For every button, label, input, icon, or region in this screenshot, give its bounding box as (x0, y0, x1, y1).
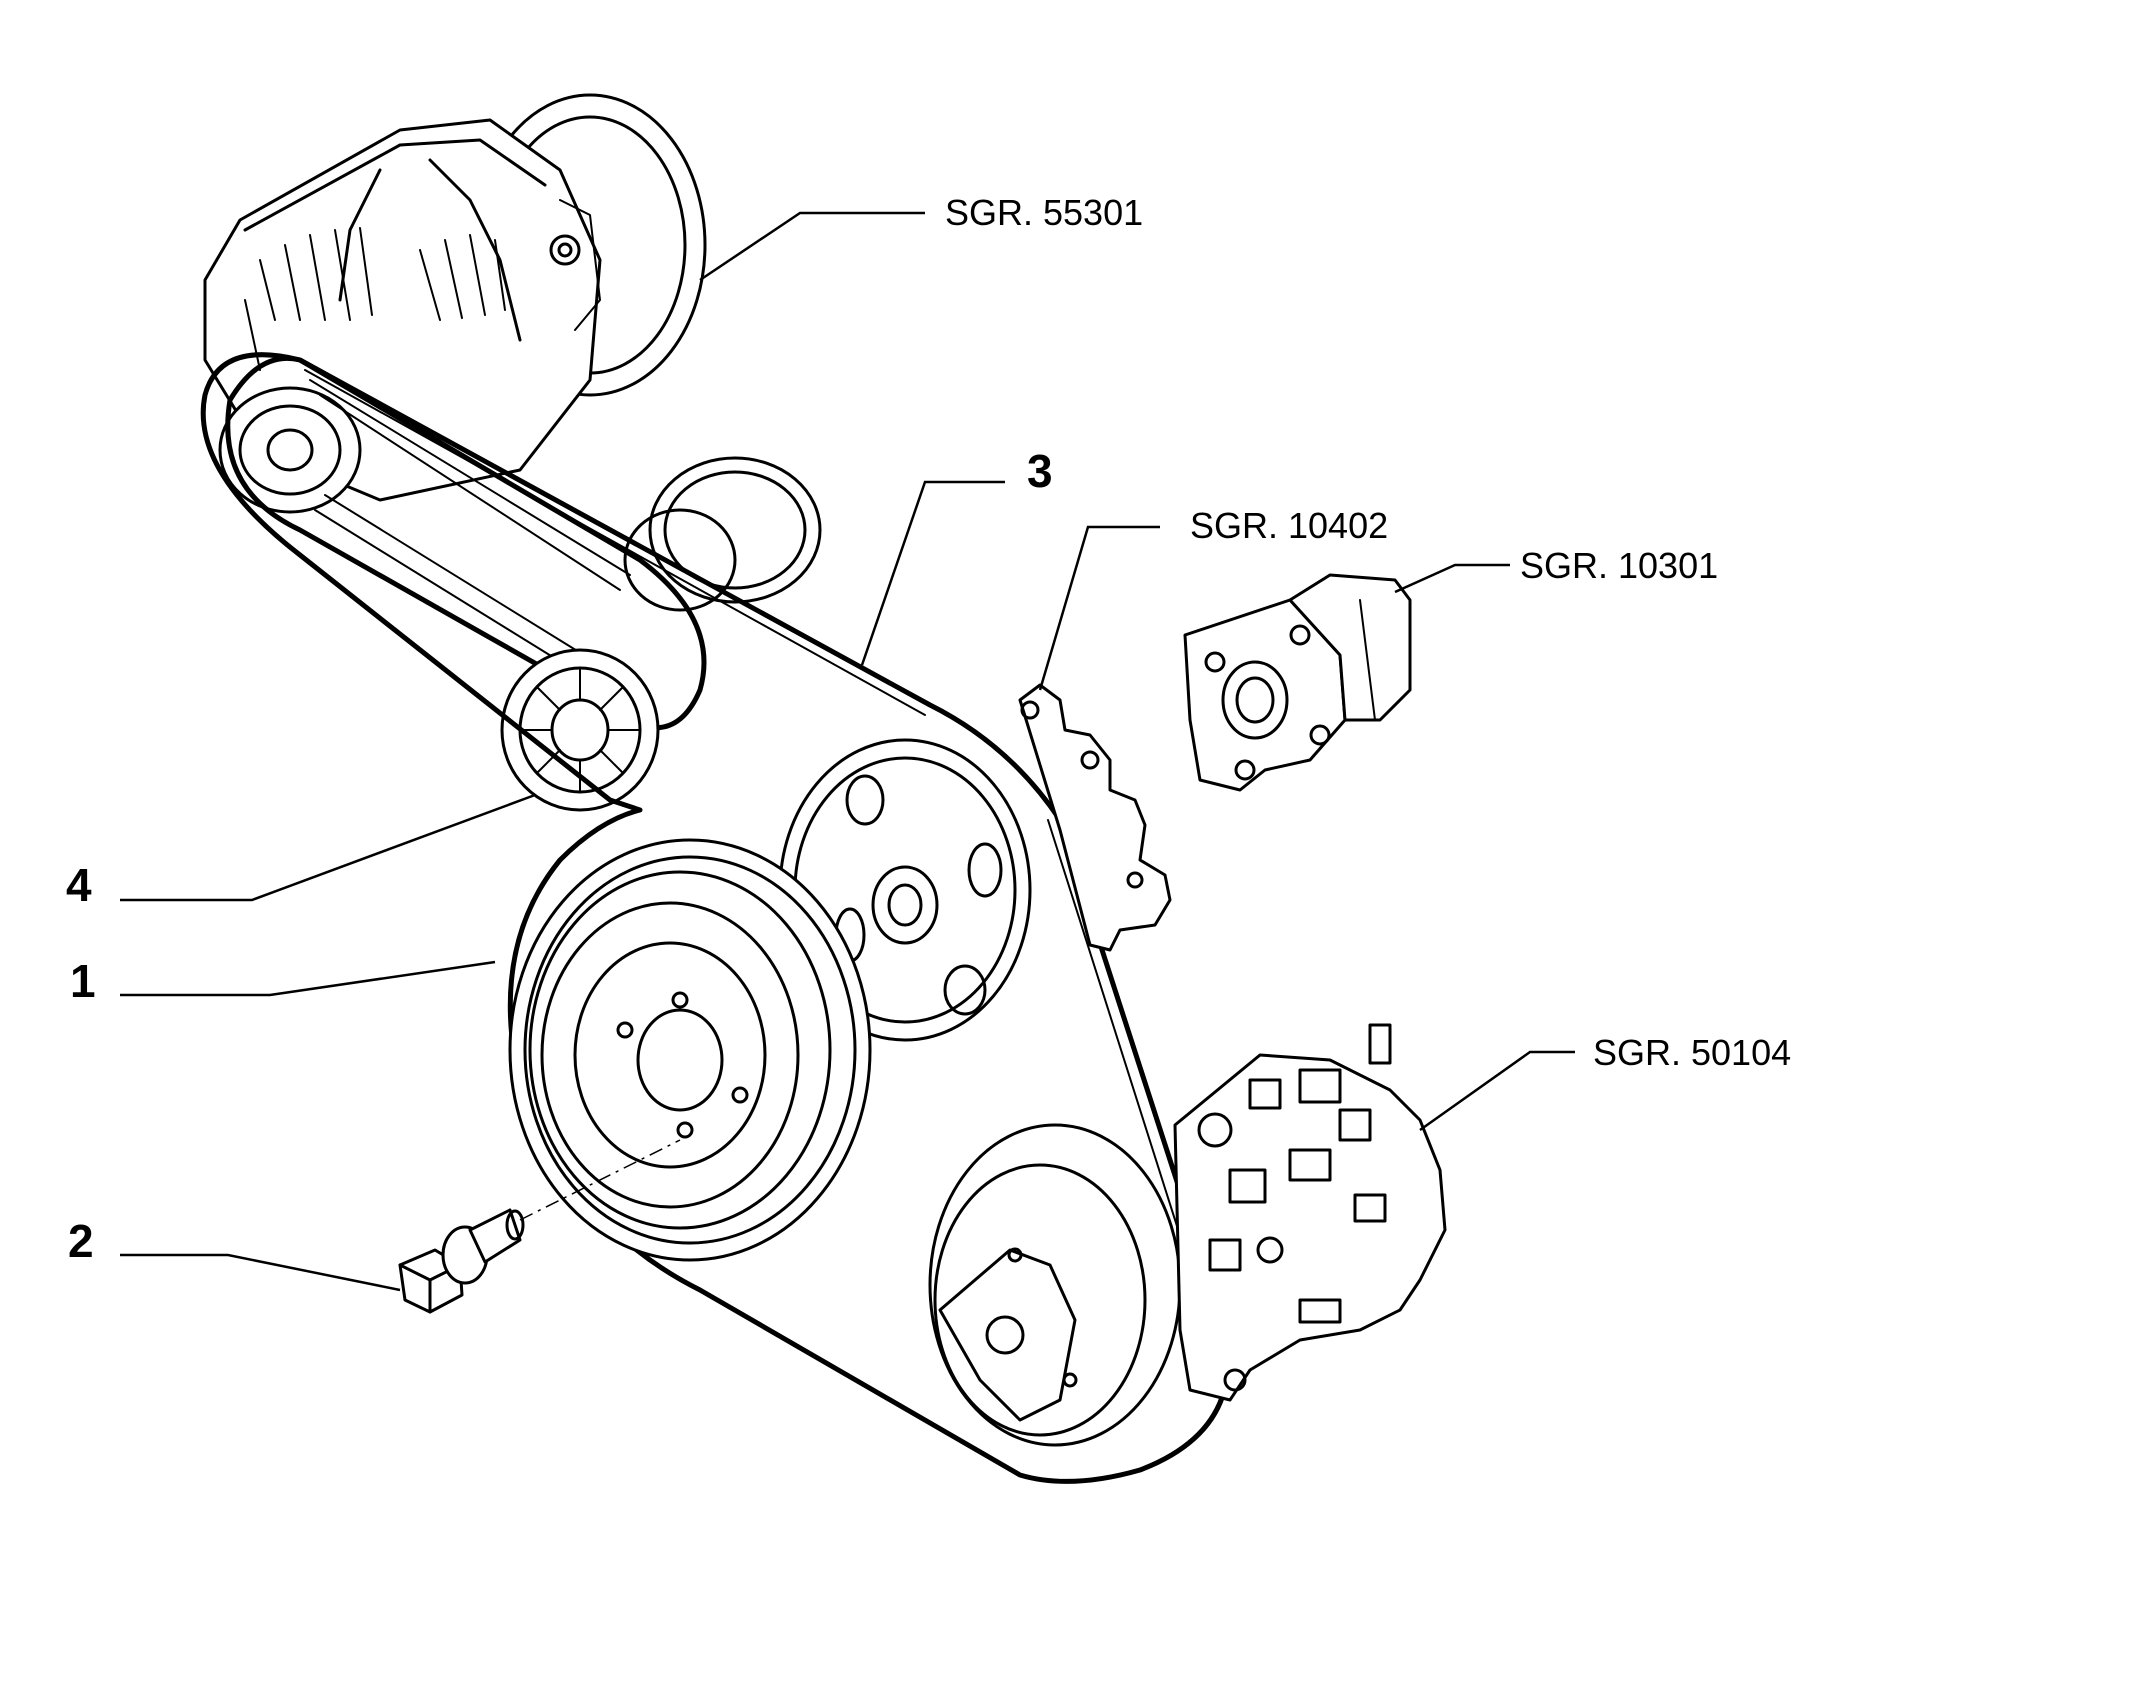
pulley-bolt (398, 1208, 525, 1314)
callout-sgr-10301: SGR. 10301 (1520, 545, 1719, 586)
toothed-sprocket (1018, 683, 1172, 952)
callout-sgr-50104: SGR. 50104 (1593, 1032, 1792, 1073)
thermostat-housing (1183, 573, 1412, 792)
leader-sgr-10301 (1394, 563, 1510, 594)
leader-lines (120, 211, 1575, 1292)
tensioner-pulley (623, 456, 822, 612)
alternator-pulley (218, 386, 362, 514)
crankshaft-pulley (508, 838, 872, 1262)
callout-part-1: 1 (70, 955, 96, 1007)
leader-4 (120, 793, 536, 902)
leader-1 (120, 960, 496, 997)
lower-pump-pulley (928, 1123, 1182, 1447)
callout-sgr-10402: SGR. 10402 (1190, 505, 1389, 546)
callout-sgr-55301: SGR. 55301 (945, 192, 1144, 233)
bolt-axis-line (519, 1139, 681, 1221)
leader-2 (120, 1253, 401, 1292)
callout-part-3: 3 (1027, 445, 1053, 497)
leader-sgr-55301 (699, 211, 925, 282)
leader-sgr-10402 (1038, 525, 1160, 691)
leader-sgr-50104 (1419, 1050, 1575, 1132)
injection-pump (1173, 1023, 1447, 1402)
callout-part-4: 4 (66, 859, 92, 911)
idler-pulley (500, 648, 660, 812)
leader-3 (860, 480, 1005, 666)
callout-part-2: 2 (68, 1215, 94, 1267)
